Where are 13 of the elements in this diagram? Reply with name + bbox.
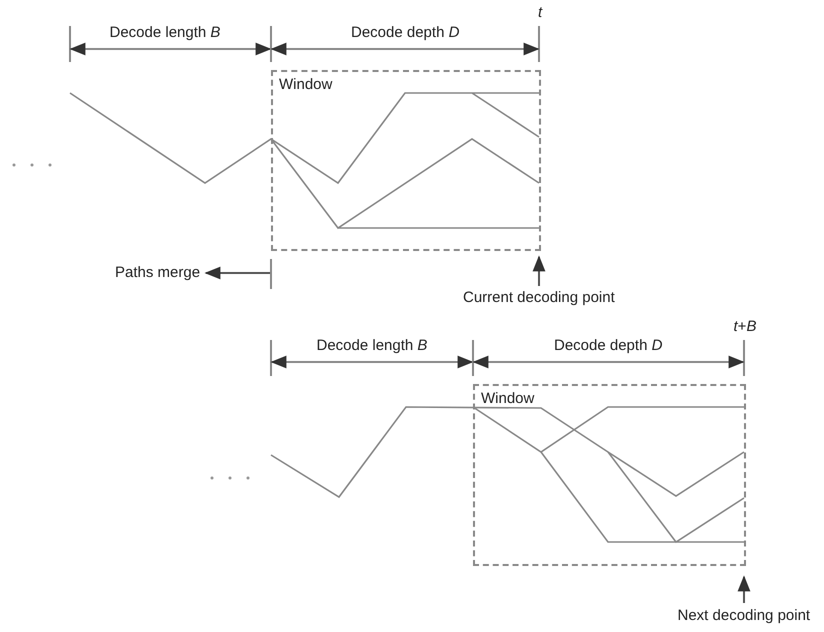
window-box xyxy=(271,70,541,251)
pointer-label: Paths merge xyxy=(115,264,200,282)
dimension-label: Decode length B xyxy=(316,337,428,355)
window-label: Window xyxy=(279,76,332,94)
pointer-label: Next decoding point xyxy=(678,607,810,625)
pointer-label: Current decoding point xyxy=(463,289,615,307)
dimension-label: Decode depth D xyxy=(554,337,662,355)
time-label: t xyxy=(538,4,542,22)
time-label: t+B xyxy=(734,318,756,336)
window-label: Window xyxy=(481,390,534,408)
dimension-label: Decode length B xyxy=(110,24,220,42)
window-box xyxy=(473,384,746,566)
dimension-label: Decode depth D xyxy=(351,24,460,42)
